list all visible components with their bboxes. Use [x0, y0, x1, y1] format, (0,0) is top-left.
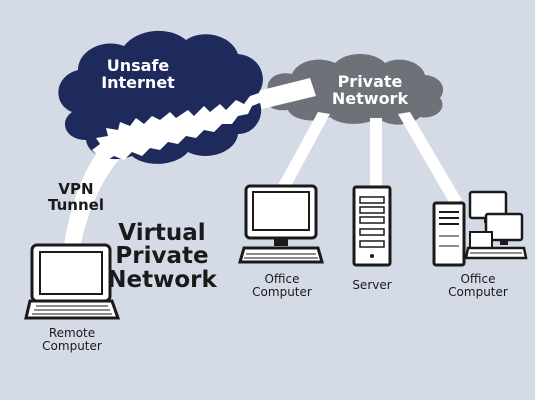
office-computer-1-device [238, 184, 324, 264]
office-computer-1-label: Office Computer [242, 272, 322, 300]
office1-label-line2: Computer [252, 285, 312, 300]
private-label-line1: Private [337, 72, 403, 91]
private-links [278, 112, 462, 204]
server-device [352, 185, 392, 267]
private-cloud-label: Private Network [325, 72, 415, 108]
office-computer-2-device [432, 190, 528, 267]
private-label-line2: Network [331, 88, 409, 108]
title-line3: Network [107, 266, 217, 293]
office2-label-line1: Office [460, 272, 496, 286]
title-line1: Virtual [118, 220, 206, 246]
vpn-tunnel-label: VPN Tunnel [38, 180, 114, 214]
vpn-label-line2: Tunnel [48, 195, 104, 214]
private-network-cloud [267, 53, 444, 125]
office1-label-line1: Office [264, 272, 300, 286]
vpn-label-line1: VPN [58, 180, 94, 198]
remote-label-line2: Computer [42, 339, 102, 354]
title-line2: Private [115, 243, 209, 270]
office-computer-2-label: Office Computer [438, 272, 518, 300]
diagram-title: Virtual Private Network [106, 220, 218, 293]
server-label-line1: Server [352, 278, 392, 292]
unsafe-internet-cloud [58, 30, 270, 164]
internet-label-line2: Internet [101, 72, 175, 92]
remote-computer-device [24, 243, 121, 320]
remote-label-line1: Remote [48, 326, 96, 340]
office2-label-line2: Computer [448, 285, 508, 300]
internet-cloud-label: Unsafe Internet [98, 56, 178, 92]
remote-computer-label: Remote Computer [32, 326, 112, 354]
internet-label-line1: Unsafe [106, 56, 170, 75]
server-label: Server [342, 278, 402, 292]
